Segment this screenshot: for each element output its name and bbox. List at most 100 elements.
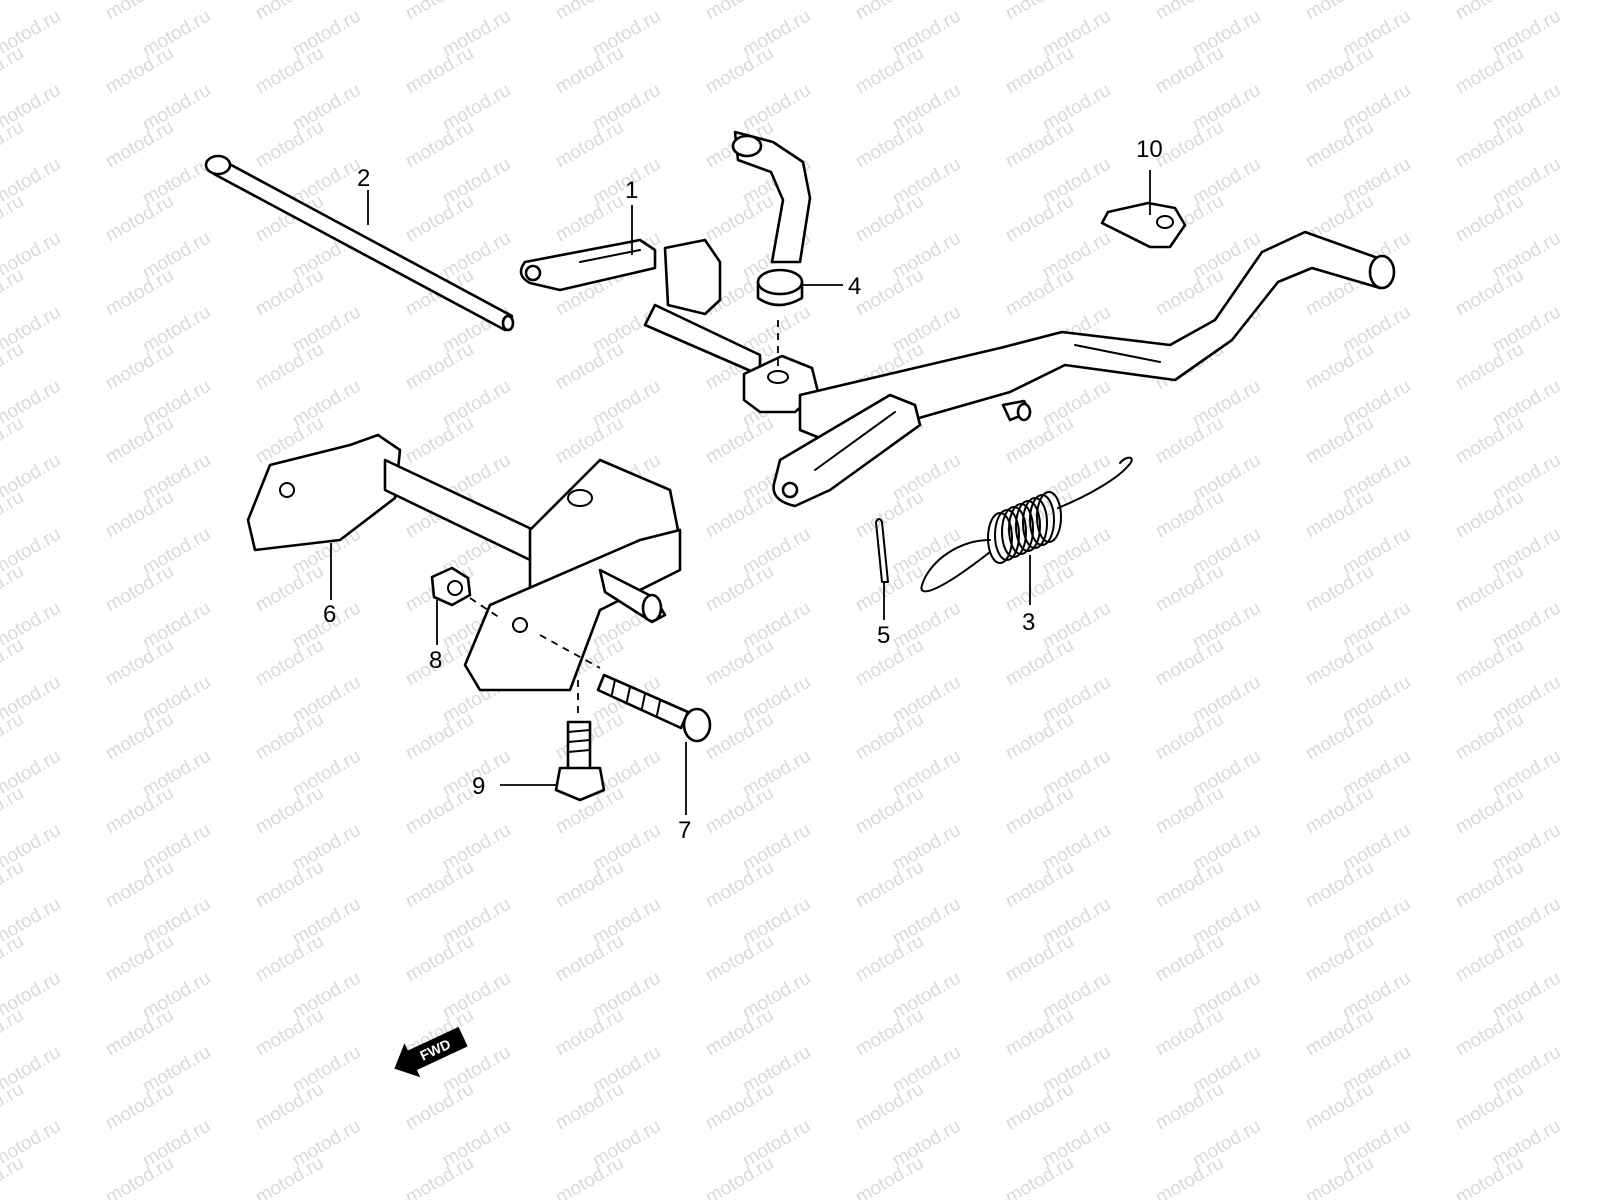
part-10-clip[interactable] <box>1100 201 1187 249</box>
part-7-long-bolt[interactable] <box>539 634 712 743</box>
watermark-text: motod.ru <box>552 1079 627 1135</box>
watermark-text: motod.ru <box>1452 191 1527 247</box>
watermark-text: motod.ru <box>1002 117 1077 173</box>
watermark-text: motod.ru <box>1002 0 1077 24</box>
watermark-text: motod.ru <box>402 857 477 913</box>
watermark-text: motod.ru <box>1002 783 1077 839</box>
part-2-pivot-shaft[interactable] <box>204 154 515 332</box>
callout-6[interactable]: 6 <box>323 601 336 628</box>
watermark-text: motod.ru <box>702 191 777 247</box>
watermark-text: motod.ru <box>552 1153 627 1200</box>
watermark-text: motod.ru <box>552 43 627 99</box>
watermark-text: motod.ru <box>852 931 927 987</box>
watermark-text: motod.ru <box>0 0 27 24</box>
watermark-text: motod.ru <box>552 117 627 173</box>
watermark-text: motod.ru <box>1152 635 1227 691</box>
watermark-text: motod.ru <box>702 1079 777 1135</box>
part-3-spring[interactable] <box>920 456 1133 593</box>
watermark-text: motod.ru <box>1452 117 1527 173</box>
part-6-bracket[interactable] <box>246 433 682 692</box>
callout-4[interactable]: 4 <box>848 273 861 300</box>
watermark-text: motod.ru <box>252 709 327 765</box>
watermark-text: motod.ru <box>252 117 327 173</box>
watermark-text: motod.ru <box>1152 1079 1227 1135</box>
watermark-text: motod.ru <box>102 43 177 99</box>
watermark-text: motod.ru <box>1002 931 1077 987</box>
callout-8[interactable]: 8 <box>429 647 442 674</box>
watermark-text: motod.ru <box>1152 931 1227 987</box>
watermark-text: motod.ru <box>0 857 27 913</box>
watermark-text: motod.ru <box>252 265 327 321</box>
watermark-text: motod.ru <box>1302 339 1377 395</box>
part-8-nut[interactable] <box>430 566 501 619</box>
watermark-text: motod.ru <box>402 931 477 987</box>
watermark-text: motod.ru <box>702 0 777 24</box>
watermark-text: motod.ru <box>1152 1005 1227 1061</box>
watermark-text: motod.ru <box>852 43 927 99</box>
watermark-text: motod.ru <box>102 1153 177 1200</box>
watermark-text: motod.ru <box>1152 117 1227 173</box>
watermark-text: motod.ru <box>1002 1005 1077 1061</box>
watermark-text: motod.ru <box>552 191 627 247</box>
watermark-text: motod.ru <box>1302 1079 1377 1135</box>
watermark-text: motod.ru <box>1152 857 1227 913</box>
watermark-text: motod.ru <box>0 339 27 395</box>
watermark-text: motod.ru <box>1452 265 1527 321</box>
watermark-text: motod.ru <box>1002 561 1077 617</box>
watermark-text: motod.ru <box>702 43 777 99</box>
watermark-text: motod.ru <box>0 265 27 321</box>
watermark-text: motod.ru <box>702 1005 777 1061</box>
watermark-text: motod.ru <box>852 783 927 839</box>
watermark-text: motod.ru <box>0 561 27 617</box>
watermark-text: motod.ru <box>0 413 27 469</box>
watermark-text: motod.ru <box>1452 1005 1527 1061</box>
watermark-text: motod.ru <box>0 783 27 839</box>
part-5-cotter-pin[interactable] <box>875 518 889 583</box>
watermark-text: motod.ru <box>1452 931 1527 987</box>
part-9-short-bolt[interactable] <box>554 680 606 802</box>
watermark-text: motod.ru <box>402 1079 477 1135</box>
watermark-text: motod.ru <box>102 783 177 839</box>
watermark-text: motod.ru <box>1302 635 1377 691</box>
callout-1[interactable]: 1 <box>625 177 638 204</box>
part-1-center-stand[interactable] <box>519 130 1396 508</box>
callout-9[interactable]: 9 <box>472 773 485 800</box>
watermark-text: motod.ru <box>402 339 477 395</box>
callout-7[interactable]: 7 <box>678 817 691 844</box>
watermark-text: motod.ru <box>402 43 477 99</box>
watermark-text: motod.ru <box>702 561 777 617</box>
watermark-text: motod.ru <box>0 43 27 99</box>
watermark-text: motod.ru <box>1302 413 1377 469</box>
watermark-text: motod.ru <box>0 191 27 247</box>
watermark-text: motod.ru <box>552 339 627 395</box>
watermark-text: motod.ru <box>252 1153 327 1200</box>
watermark-text: motod.ru <box>1302 487 1377 543</box>
watermark-text: motod.ru <box>252 635 327 691</box>
callout-2[interactable]: 2 <box>357 165 370 192</box>
watermark-text: motod.ru <box>1152 709 1227 765</box>
watermark-text: motod.ru <box>252 931 327 987</box>
watermark-text: motod.ru <box>1302 43 1377 99</box>
callout-5[interactable]: 5 <box>877 622 890 649</box>
watermark-text: motod.ru <box>252 339 327 395</box>
watermark-text: motod.ru <box>0 1079 27 1135</box>
watermark-text: motod.ru <box>1302 1005 1377 1061</box>
watermark-text: motod.ru <box>852 117 927 173</box>
watermark-text: motod.ru <box>402 783 477 839</box>
watermark-text: motod.ru <box>102 191 177 247</box>
watermark-text: motod.ru <box>1152 265 1227 321</box>
watermark-text: motod.ru <box>102 561 177 617</box>
watermark-text: motod.ru <box>252 1005 327 1061</box>
watermark-text: motod.ru <box>1452 709 1527 765</box>
fwd-arrow-icon <box>394 1026 468 1078</box>
watermark-text: motod.ru <box>102 487 177 543</box>
watermark-text: motod.ru <box>102 0 177 24</box>
watermark-text: motod.ru <box>852 265 927 321</box>
watermark-text: motod.ru <box>1302 0 1377 24</box>
part-4-rubber-stopper[interactable] <box>756 268 804 372</box>
watermark-text: motod.ru <box>1452 0 1527 24</box>
watermark-text: motod.ru <box>1452 413 1527 469</box>
callout-10[interactable]: 10 <box>1136 136 1163 163</box>
callout-3[interactable]: 3 <box>1022 609 1035 636</box>
